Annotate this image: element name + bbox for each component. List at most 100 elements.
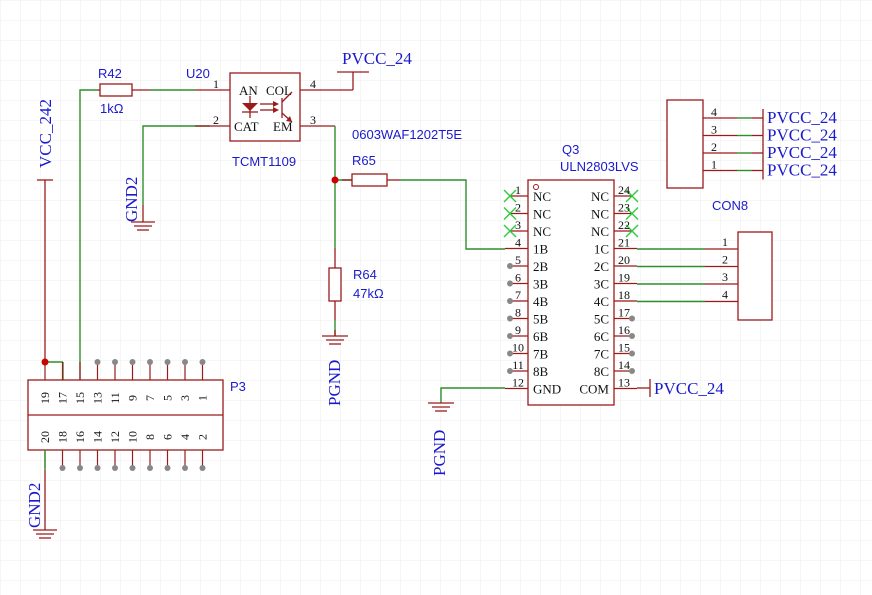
- pin-number: 10: [512, 341, 524, 355]
- pvcc-24-u20-symbol[interactable]: PVCC_24: [337, 49, 412, 90]
- pin-number: 20: [618, 253, 630, 267]
- output-connector-pin-4[interactable]: 4: [705, 288, 738, 303]
- pgnd-r64-symbol[interactable]: PGND: [322, 330, 348, 406]
- p3-pin-5[interactable]: 5: [161, 359, 175, 401]
- pvcc-24-con8-symbol[interactable]: PVCC_24: [737, 161, 837, 180]
- wire-r65-q3: [400, 179, 505, 250]
- p3-pin-15[interactable]: 15: [73, 362, 87, 404]
- resistor-r64[interactable]: R64 47kΩ: [328, 248, 384, 320]
- pin-number: 24: [618, 183, 630, 197]
- r65-value: 0603WAF1202T5E: [352, 127, 462, 142]
- pin-number: 19: [618, 271, 630, 285]
- no-connect-icon: [503, 224, 517, 238]
- u20-pin4-name: COL: [266, 83, 292, 98]
- p3-pin-7[interactable]: 7: [143, 359, 157, 401]
- optocoupler-u20[interactable]: U20 1 2 3 4 AN CAT EM COL T: [186, 66, 353, 169]
- pin-number: 11: [108, 392, 122, 404]
- gnd2-top-symbol[interactable]: GND2: [122, 177, 155, 231]
- output-connector[interactable]: 1 2 3 4: [705, 231, 773, 321]
- con8-pin-4[interactable]: 4: [703, 105, 737, 119]
- p3-pin-6[interactable]: 6: [161, 434, 175, 471]
- pin-number: 16: [618, 323, 630, 337]
- pin-ball-icon: [507, 350, 513, 357]
- p3-pin-16[interactable]: 16: [73, 431, 87, 471]
- resistor-r65[interactable]: 0603WAF1202T5E R65: [342, 127, 462, 187]
- pin-name: NC: [591, 224, 609, 239]
- p3-pin-12[interactable]: 12: [108, 431, 122, 471]
- vcc-242-text: VCC_242: [36, 99, 55, 168]
- p3-pin-18[interactable]: 18: [56, 431, 70, 471]
- pin-number: 17: [618, 306, 630, 320]
- pin1-marker: [533, 184, 539, 190]
- p3-pin-19[interactable]: 19: [38, 362, 52, 404]
- con8-pin-1[interactable]: 1: [703, 158, 737, 172]
- output-connector-pin-2[interactable]: 2: [705, 253, 738, 268]
- p3-pin-11[interactable]: 11: [108, 359, 122, 404]
- con8-pin-3[interactable]: 3: [703, 123, 737, 137]
- p3-pin-14[interactable]: 14: [91, 431, 105, 471]
- pin-number: 2: [196, 434, 210, 440]
- p3-pin-8[interactable]: 8: [143, 434, 157, 471]
- pgnd-q3-text: PGND: [430, 430, 449, 476]
- pgnd-q3-symbol[interactable]: PGND: [428, 402, 454, 476]
- pin-ball-icon: [147, 359, 153, 365]
- p3-pin-9[interactable]: 9: [126, 359, 140, 401]
- pin-number: 6: [515, 271, 521, 285]
- p3-pin-3[interactable]: 3: [178, 359, 192, 401]
- p3-pin-17[interactable]: 17: [56, 362, 70, 404]
- p3-pin-1[interactable]: 1: [196, 359, 210, 401]
- p3-pin-2[interactable]: 2: [196, 434, 210, 471]
- pin-ball-icon: [507, 263, 513, 269]
- gnd2-bottom-symbol[interactable]: GND2: [25, 450, 57, 539]
- pin-ball-icon: [94, 359, 101, 365]
- p3-pin-10[interactable]: 10: [126, 431, 140, 471]
- output-connector-pin-1[interactable]: 1: [705, 235, 738, 250]
- pin-number: 8: [143, 434, 157, 440]
- con8-pin-2[interactable]: 2: [703, 140, 737, 154]
- pvcc-24-con8-symbol[interactable]: PVCC_24: [737, 108, 837, 127]
- vcc-242-net-label[interactable]: VCC_242: [36, 99, 55, 360]
- resistor-r42[interactable]: R42 1kΩ: [98, 66, 150, 116]
- p3-pin-4[interactable]: 4: [178, 434, 192, 471]
- pin-number: 12: [108, 431, 122, 443]
- r42-ref: R42: [98, 66, 122, 81]
- no-connect-icon: [503, 189, 517, 203]
- pvcc-24-con8-symbol[interactable]: PVCC_24: [737, 143, 837, 162]
- pin-ball-icon: [164, 359, 171, 365]
- p3-pin-13[interactable]: 13: [91, 359, 105, 404]
- pin-name: 5C: [594, 312, 609, 327]
- pvcc-24-q3-symbol[interactable]: PVCC_24: [637, 379, 724, 398]
- pvcc-24-con8-symbol[interactable]: PVCC_24: [737, 126, 837, 145]
- output-connector-pin-3[interactable]: 3: [705, 270, 738, 285]
- q3-pin-17[interactable]: 17 5C: [594, 306, 635, 327]
- u20-value: TCMT1109: [232, 154, 296, 169]
